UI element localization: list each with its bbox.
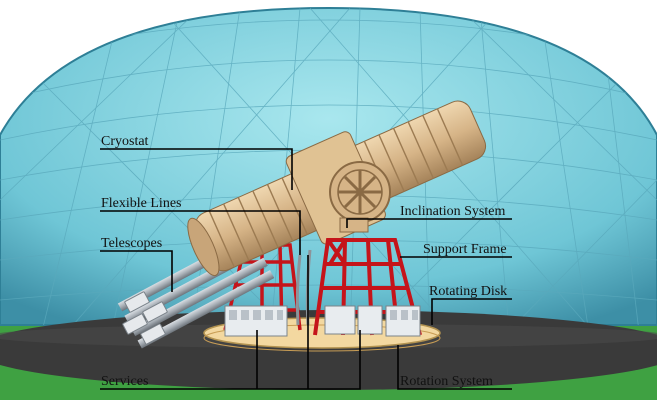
label-support-frame: Support Frame bbox=[423, 242, 507, 258]
label-rotating-disk: Rotating Disk bbox=[429, 284, 507, 300]
label-telescopes: Telescopes bbox=[101, 236, 162, 252]
label-services: Services bbox=[101, 374, 148, 390]
label-rotation-system: Rotation System bbox=[400, 374, 493, 390]
label-flexible-lines: Flexible Lines bbox=[101, 196, 182, 212]
label-inclination-system: Inclination System bbox=[400, 204, 505, 220]
label-cryostat: Cryostat bbox=[101, 134, 148, 150]
